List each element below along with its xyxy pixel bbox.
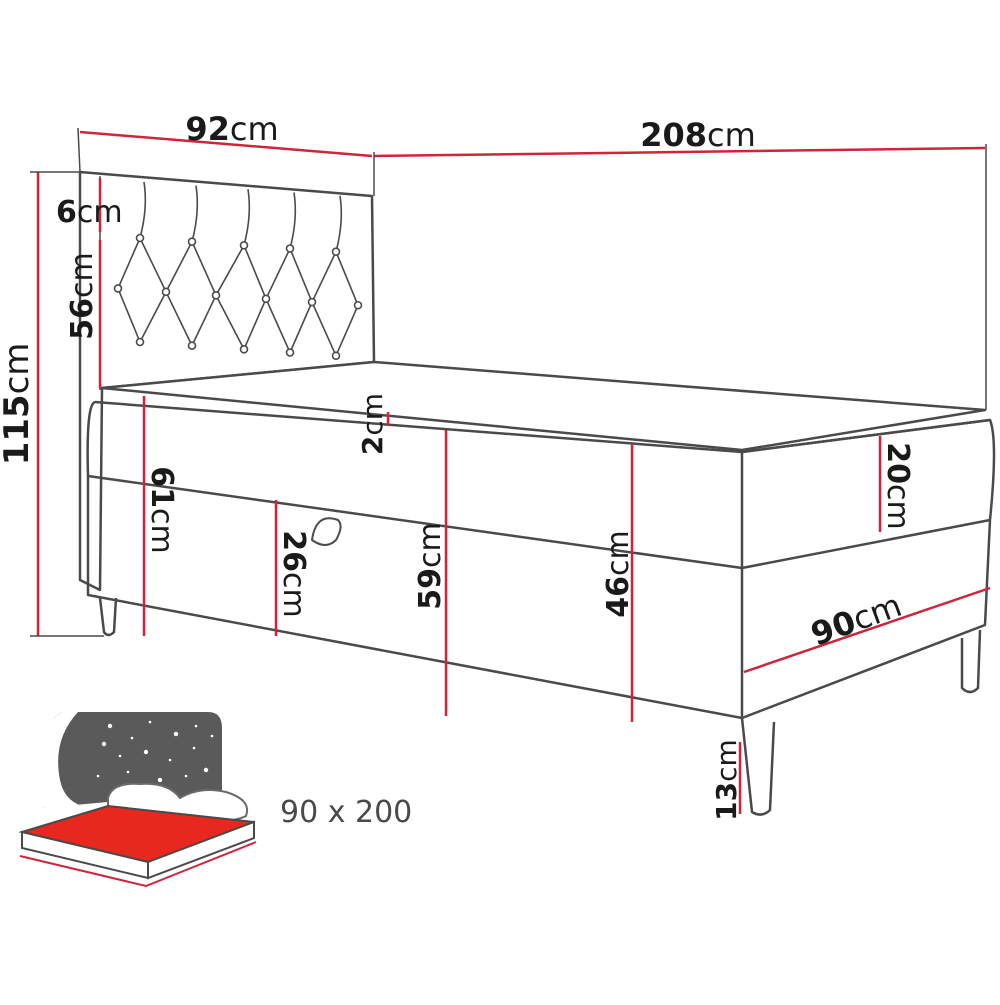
headboard-tufting [113,181,363,361]
label-height-rear: 61cm [144,466,179,553]
label-topper: 2cm [356,393,389,455]
bed-side-panel [86,400,744,720]
dim-line-base-width [743,586,991,674]
label-base-width: 90cm [806,586,907,654]
leg-rear [98,597,118,637]
bed-drawing [78,170,996,816]
label-headboard-panel: 56cm [65,252,100,339]
dimension-labels: 92cm 208cm 6cm 115cm 56cm 2cm 59cm 46cm … [0,110,915,821]
label-height-front: 46cm [601,530,636,617]
label-length: 208cm [640,116,756,154]
storage-handle [311,517,342,546]
label-height-middle: 59cm [413,522,448,609]
bed-top-surface [100,360,987,452]
leg-front-side [740,717,776,816]
label-headboard-top: 6cm [56,195,123,230]
leg-front-end [960,629,982,694]
length-arrow-icon [19,841,257,888]
mattress-base-icon [21,820,255,880]
night-sky-panel [42,712,222,810]
stars-icon [96,720,214,783]
sleeping-area-label: 90 x 200 [280,795,412,830]
label-width: 92cm [185,110,278,148]
mattress-edge [87,474,991,570]
label-total-height: 115cm [0,343,37,466]
moon-icon [42,712,82,808]
label-legs: 13cm [710,739,743,821]
bed-front-end [741,418,996,720]
dim-line-length [373,146,986,158]
label-storage-depth: 26cm [276,530,311,617]
label-mattress: 20cm [880,442,915,529]
dim-line-width [79,130,373,158]
dimension-lines [36,130,991,814]
sleeping-area-icon [18,712,257,888]
extension-lines [30,127,987,637]
